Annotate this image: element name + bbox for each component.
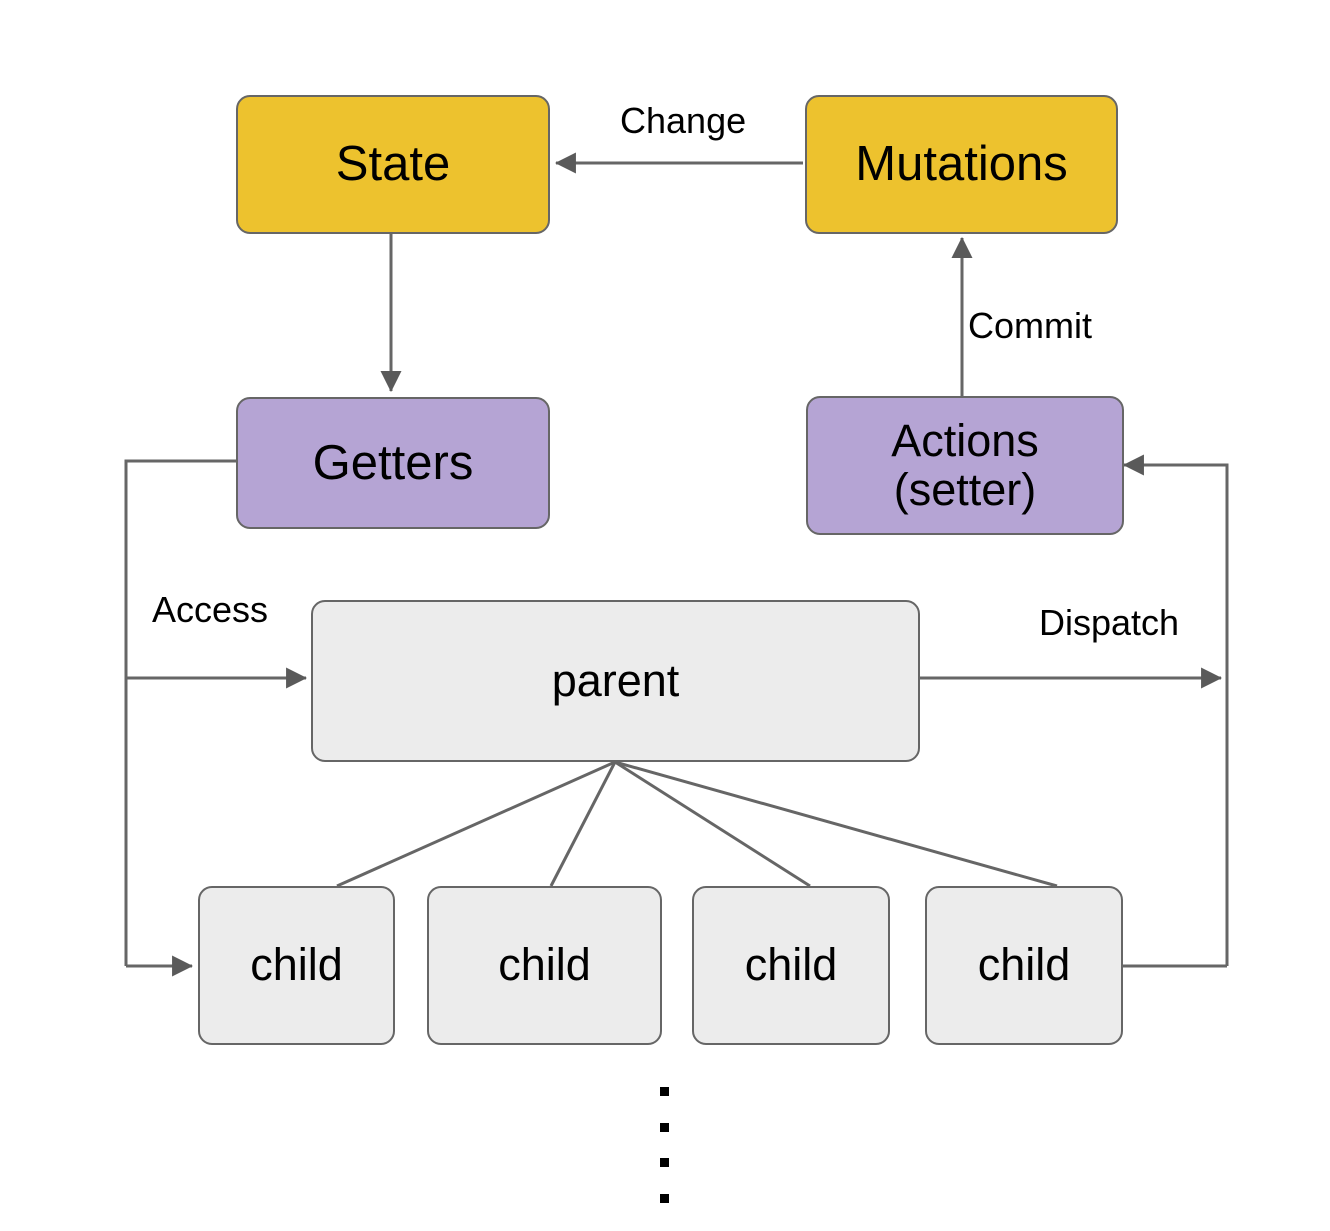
- node-child-2[interactable]: child: [427, 886, 662, 1045]
- edge-dispatch-bus-to-actions: [1122, 454, 1229, 966]
- node-child-3-label: child: [744, 939, 838, 991]
- ellipsis-dot: [660, 1087, 669, 1096]
- node-child-2-label: child: [498, 939, 591, 991]
- edge-label-commit: Commit: [968, 305, 1092, 346]
- node-child-4-label: child: [977, 939, 1071, 991]
- node-mutations-label: Mutations: [855, 137, 1068, 192]
- ellipsis-dot: [660, 1194, 669, 1203]
- node-parent-label: parent: [551, 654, 680, 706]
- ellipsis-dot: [660, 1123, 669, 1132]
- node-actions[interactable]: Actions (setter): [806, 396, 1124, 535]
- node-child-1-label: child: [250, 939, 343, 991]
- edge-parent-to-children: [336, 760, 1058, 888]
- edge-label-access: Access: [152, 589, 269, 630]
- edge-label-change: Change: [620, 100, 747, 141]
- node-actions-label-line2: (setter): [893, 463, 1037, 515]
- node-child-4[interactable]: child: [925, 886, 1123, 1045]
- node-getters-label: Getters: [312, 435, 474, 490]
- node-getters[interactable]: Getters: [236, 397, 550, 529]
- node-state[interactable]: State: [236, 95, 550, 234]
- node-actions-label-line1: Actions: [891, 414, 1039, 466]
- edge-getters-access-bus: [124, 459, 236, 966]
- node-child-3[interactable]: child: [692, 886, 890, 1045]
- node-child-1[interactable]: child: [198, 886, 395, 1045]
- edge-label-dispatch: Dispatch: [1039, 602, 1180, 643]
- ellipsis-dot: [660, 1158, 669, 1167]
- node-mutations[interactable]: Mutations: [805, 95, 1118, 234]
- node-parent[interactable]: parent: [311, 600, 920, 762]
- node-state-label: State: [335, 137, 451, 192]
